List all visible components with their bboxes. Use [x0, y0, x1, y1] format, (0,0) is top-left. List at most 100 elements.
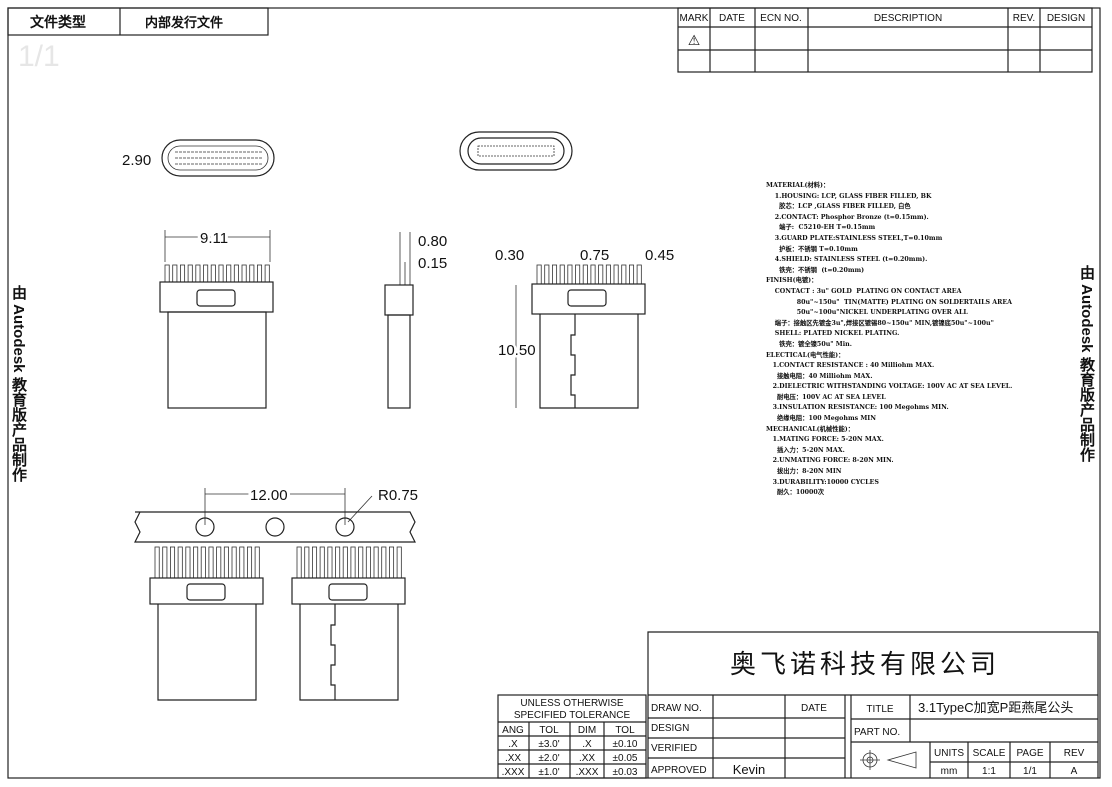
tolerance-heading-2: SPECIFIED TOLERANCE — [514, 710, 631, 721]
contact-pin — [210, 264, 216, 283]
spec-line: 端子: C5210-EH T=0.15mm — [766, 224, 876, 232]
contact-pin — [327, 546, 333, 579]
top-view: 9.11 — [159, 227, 274, 409]
contact-pin — [218, 264, 224, 283]
tolerance-cell: .XXX — [502, 767, 525, 778]
spec-line: 1.CONTACT RESISTANCE : 40 Milliohm MAX. — [766, 362, 935, 370]
dim-pitch-c: 0.45 — [645, 247, 674, 264]
contact-pin — [598, 264, 604, 285]
tolerance-cell: .X — [508, 739, 518, 750]
dim-width: 9.11 — [200, 230, 228, 247]
watermark-left: 由 Autodesk 教育版产品制作 — [10, 285, 27, 482]
contact-pin — [365, 546, 371, 579]
spec-line: 拔出力：8-20N MIN — [766, 468, 842, 476]
spec-line: 80u"~150u" TIN(MATTE) PLATING ON SOLDERT… — [766, 298, 1013, 306]
title-label: TITLE — [866, 704, 894, 715]
company-name: 奥飞诺科技有限公司 — [730, 649, 1000, 679]
spec-line: 2.CONTACT: Phosphor Bronze (t=0.15mm). — [766, 213, 929, 221]
dim-radius: R0.75 — [378, 487, 418, 504]
contact-pin — [304, 546, 310, 579]
spec-line: 胶芯：LCP ,GLASS FIBER FILLED, 白色 — [766, 203, 911, 211]
contact-pin — [342, 546, 348, 579]
contact-pin — [216, 546, 222, 579]
tolerance-cell: ±0.03 — [613, 767, 638, 778]
front-end-view: 2.90 — [122, 139, 275, 177]
contact-pin — [169, 546, 176, 579]
spec-line: SHELL: PLATED NICKEL PLATING. — [766, 330, 900, 338]
units-label: UNITS — [934, 748, 964, 759]
contact-pin — [567, 264, 573, 285]
tolerance-cell: ±0.10 — [613, 739, 638, 750]
contact-pin — [239, 546, 245, 579]
contact-pin — [636, 264, 642, 285]
contact-pin — [233, 264, 239, 283]
doc-type-box: 文件类型 内部发行文件 1/1 — [7, 7, 269, 73]
contact-pin — [536, 264, 542, 285]
rev-col-rev: REV. — [1013, 13, 1035, 24]
spec-line: MATERIAL(材料)： — [766, 182, 830, 189]
spec-line: 2.UNMATING FORCE: 8-20N MIN. — [766, 457, 894, 465]
contact-pin — [621, 264, 627, 285]
contact-pin — [590, 264, 596, 285]
dim-pin-w1: 0.80 — [418, 233, 447, 250]
contact-pin — [544, 264, 550, 285]
spec-line: 绝缘电阻：100 Megohms MIN — [766, 415, 877, 423]
spec-line: 接触电阻：40 Milliohm MAX. — [766, 372, 873, 380]
spec-line: 1.MATING FORCE: 5-20N MAX. — [766, 436, 884, 444]
title-block: 奥飞诺科技有限公司 DRAW NO. DATE DESIGN VERIFIED … — [647, 631, 1099, 778]
contact-pin — [350, 546, 356, 579]
rev-col-description: DESCRIPTION — [874, 13, 942, 24]
contact-pin — [264, 264, 270, 283]
part-no-label: PART NO. — [854, 727, 900, 738]
contact-pin — [177, 546, 183, 579]
contact-pin — [226, 264, 232, 283]
contact-pin — [195, 264, 201, 283]
spec-line: 3.GUARD PLATE:STAINLESS STEEL,T=0.10mm — [766, 234, 943, 242]
verified-label: VERIFIED — [651, 743, 697, 754]
contact-pin — [575, 264, 581, 285]
revision-table: MARK DATE ECN NO. DESCRIPTION REV. DESIG… — [677, 7, 1093, 73]
contact-pin — [381, 546, 387, 579]
contact-pin — [185, 546, 191, 579]
page-value: 1/1 — [1023, 766, 1037, 777]
contact-pin — [172, 264, 178, 283]
contact-pin — [358, 546, 364, 579]
contact-pin — [162, 546, 168, 579]
tolerance-cell: .XXX — [576, 767, 599, 778]
contact-pin — [164, 264, 170, 283]
contact-pin — [223, 546, 229, 579]
tolerance-cell: .XX — [505, 753, 521, 764]
design-label: DESIGN — [651, 723, 689, 734]
title-value: 3.1TypeC加宽P距燕尾公头 — [918, 700, 1073, 715]
rev-col-date: DATE — [719, 13, 745, 24]
bottom-view: 0.30 0.75 0.45 10.50 — [495, 247, 674, 409]
contact-pin — [396, 546, 402, 579]
contact-pin — [249, 264, 255, 283]
contact-pin — [613, 264, 619, 285]
rev-col-design: DESIGN — [1047, 13, 1085, 24]
contact-pin — [559, 264, 565, 285]
contact-pin — [605, 264, 611, 285]
spec-line: 铁壳：不锈钢 (t=0.20mm) — [766, 266, 865, 274]
doc-type-value: 内部发行文件 — [145, 15, 223, 30]
dim-length: 10.50 — [498, 342, 536, 359]
tolerance-cell: ±3.0' — [538, 739, 559, 750]
tolerance-col-header: ANG — [502, 725, 524, 736]
spec-line: 插入力：5-20N MAX. — [766, 446, 845, 454]
contact-pin — [154, 546, 160, 579]
units-value: mm — [941, 766, 958, 777]
contact-pin — [582, 264, 588, 285]
spec-line: 3.INSULATION RESISTANCE: 100 Megohms MIN… — [766, 404, 949, 412]
spec-line: 4.SHIELD: STAINLESS STEEL (t=0.20mm). — [766, 256, 928, 264]
contact-pin — [311, 546, 318, 579]
spec-line: 端子：接触区先镀金3u",焊接区镀锡80~150u" MIN,镀镍底50u"~1… — [766, 319, 994, 327]
date-label: DATE — [801, 703, 827, 714]
spec-line: 50u"~100u"NICKEL UNDERPLATING OVER ALL — [766, 309, 968, 317]
contact-pin — [200, 546, 206, 579]
spec-line: 耐久：10000次 — [766, 489, 825, 497]
faded-page-number: 1/1 — [18, 40, 60, 73]
contact-pin — [388, 546, 395, 579]
contact-pin — [246, 546, 253, 579]
rev-col-mark: MARK — [680, 13, 709, 24]
